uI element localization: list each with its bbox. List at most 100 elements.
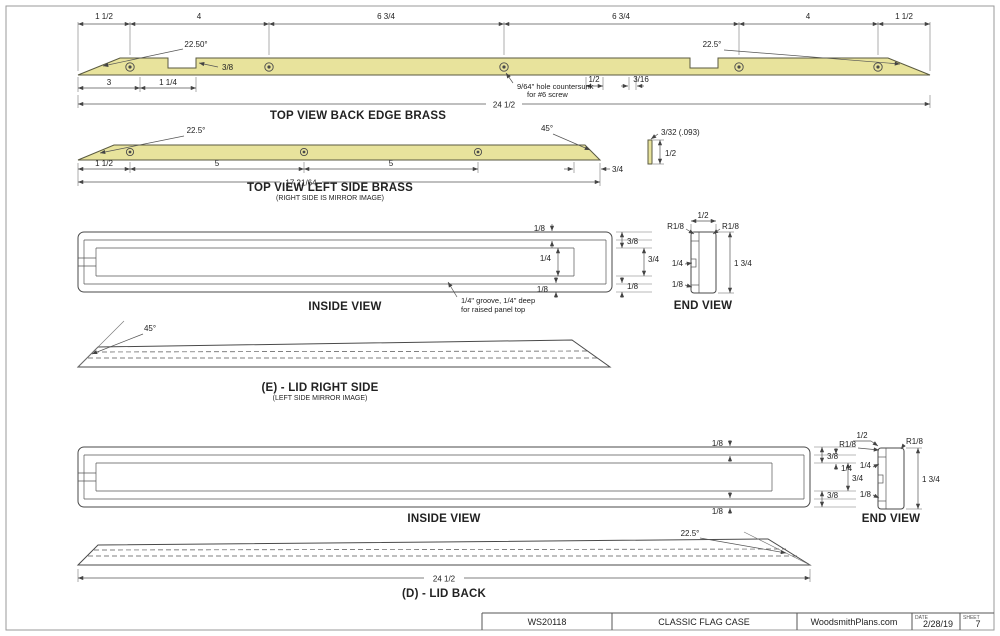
dim-label: 1/2 xyxy=(665,149,677,158)
total-dim-label: 24 1/2 xyxy=(493,101,516,110)
dim-label: 1/4 xyxy=(841,464,853,473)
dim-label: 3/8 xyxy=(627,237,639,246)
dim-label: 1/2 xyxy=(588,75,600,84)
dim-label: 1/2 xyxy=(697,211,709,220)
dim-label: 1/8 xyxy=(712,507,724,516)
dim-label: 1 1/2 xyxy=(95,159,113,168)
lid-back-outline xyxy=(77,446,811,508)
brass-strip-left-side xyxy=(77,144,602,161)
dim-label: 1 1/2 xyxy=(895,12,913,21)
note-text: for raised panel top xyxy=(461,305,525,314)
radius-label: R1/8 xyxy=(722,222,739,231)
dimension-lines xyxy=(684,218,734,294)
hidden-lines xyxy=(88,350,600,359)
radius-label: R1/8 xyxy=(667,222,684,231)
dim-label: 3/4 xyxy=(648,255,660,264)
angle-label: 22.5° xyxy=(681,529,700,538)
view-lid-back: 22.5° 24 1/2 (D) - LID BACK xyxy=(76,529,812,600)
view-inside-lid-side: 1/8 1/4 3/8 3/4 1/8 1/8 1/4" groove, 1/4… xyxy=(77,224,660,314)
screw-holes xyxy=(125,62,883,72)
view-top-left-side-brass: 22.5° 45° 1 1/2 5 5 3/4 17 21/64 3/32 (.… xyxy=(77,124,700,202)
dim-label: 1/8 xyxy=(672,280,684,289)
dim-label: 3/16 xyxy=(633,75,649,84)
dim-label: 1/8 xyxy=(534,224,546,233)
dim-label: 1/8 xyxy=(627,282,639,291)
view-title: TOP VIEW BACK EDGE BRASS xyxy=(270,110,446,122)
dimension-lines xyxy=(447,224,652,298)
dim-label: 1/8 xyxy=(712,439,724,448)
view-title: TOP VIEW LEFT SIDE BRASS xyxy=(247,182,413,194)
dim-label: 3/8 xyxy=(222,63,234,72)
dim-label: 5 xyxy=(215,159,220,168)
view-title: (E) - LID RIGHT SIDE xyxy=(261,382,378,394)
title-block-date: 2/28/19 xyxy=(923,619,953,629)
title-block-part-number: WS20118 xyxy=(528,617,567,627)
profile-lines xyxy=(877,448,887,509)
dim-label: 3/4 xyxy=(852,474,864,483)
dim-label: 1/2 xyxy=(856,431,868,440)
lid-right-side-outline xyxy=(76,339,612,368)
angle-label: 45° xyxy=(541,124,553,133)
dim-label: 3/8 xyxy=(827,491,839,500)
view-title: INSIDE VIEW xyxy=(308,301,381,313)
dim-label: 1/8 xyxy=(537,285,549,294)
dim-label: 6 3/4 xyxy=(612,12,630,21)
view-title: INSIDE VIEW xyxy=(407,513,480,525)
dim-label: 1 3/4 xyxy=(922,475,940,484)
view-title: END VIEW xyxy=(674,300,732,312)
title-block-date-label: DATE xyxy=(915,615,929,621)
view-subtitle: (RIGHT SIDE IS MIRROR IMAGE) xyxy=(276,195,384,202)
dim-label: 3/4 xyxy=(612,165,624,174)
view-inside-lid-back: 1/8 3/8 1/4 3/4 3/8 1/8 INSIDE VIEW xyxy=(77,439,864,525)
lid-side-outline xyxy=(77,231,613,293)
hidden-lines xyxy=(88,548,800,557)
title-block: WS20118 CLASSIC FLAG CASE WoodsmithPlans… xyxy=(481,612,994,630)
total-dim-label: 24 1/2 xyxy=(433,575,456,584)
angle-label: 45° xyxy=(144,324,156,333)
dimension-lines xyxy=(77,21,931,108)
dim-label: 1/8 xyxy=(860,490,872,499)
dimension-lines xyxy=(77,320,144,368)
page-border xyxy=(5,5,995,631)
dim-label: 4 xyxy=(197,12,202,21)
dimension-lines xyxy=(727,440,856,514)
angle-label: 22.5° xyxy=(187,126,206,135)
dim-label: 1 1/4 xyxy=(159,78,177,87)
end-view-lid-side: 1/2 R1/8 R1/8 1 3/4 1/4 1/8 END VIEW xyxy=(667,211,752,312)
dim-label: 1/4 xyxy=(540,254,552,263)
view-top-back-edge-brass: 1 1/2 4 6 3/4 6 3/4 4 1 1/2 22.50° 22.5°… xyxy=(77,12,931,122)
title-block-project-title: CLASSIC FLAG CASE xyxy=(658,617,750,627)
dim-label: 1 3/4 xyxy=(734,259,752,268)
note-text: 9/64" hole countersunk xyxy=(517,82,594,91)
angle-label: 22.5° xyxy=(703,40,722,49)
lid-back-profile-outline xyxy=(76,538,812,566)
title-block-sheet-label: SHEET xyxy=(963,615,980,621)
joinery-lines xyxy=(78,239,607,285)
radius-label: R1/8 xyxy=(906,437,923,446)
dim-label: 3/32 (.093) xyxy=(661,128,700,137)
dim-label: 3/8 xyxy=(827,452,839,461)
view-title: (D) - LID BACK xyxy=(402,588,486,600)
dim-label: 6 3/4 xyxy=(377,12,395,21)
note-text: for #6 screw xyxy=(527,90,568,99)
end-view-lid-back: 1/2 R1/8 R1/8 1/4 1 3/4 1/8 END VIEW xyxy=(839,431,940,525)
view-lid-right-side: 45° (E) - LID RIGHT SIDE (LEFT SIDE MIRR… xyxy=(76,320,612,402)
dimension-lines xyxy=(853,440,922,510)
dim-label: 4 xyxy=(806,12,811,21)
brass-edge-thickness xyxy=(647,139,653,165)
joinery-lines xyxy=(78,454,805,500)
dim-label: 1/4 xyxy=(672,259,684,268)
dimension-lines xyxy=(77,133,664,186)
dimension-lines xyxy=(77,531,811,582)
dim-label: 1/4 xyxy=(860,461,872,470)
total-dim-label: 17 21/64 xyxy=(285,179,317,188)
angle-label: 22.50° xyxy=(184,40,207,49)
radius-label: R1/8 xyxy=(839,440,856,449)
view-title: END VIEW xyxy=(862,513,920,525)
dim-label: 3 xyxy=(107,78,112,87)
dim-label: 5 xyxy=(389,159,394,168)
view-subtitle: (LEFT SIDE MIRROR IMAGE) xyxy=(273,395,368,402)
title-block-website: WoodsmithPlans.com xyxy=(811,617,898,627)
